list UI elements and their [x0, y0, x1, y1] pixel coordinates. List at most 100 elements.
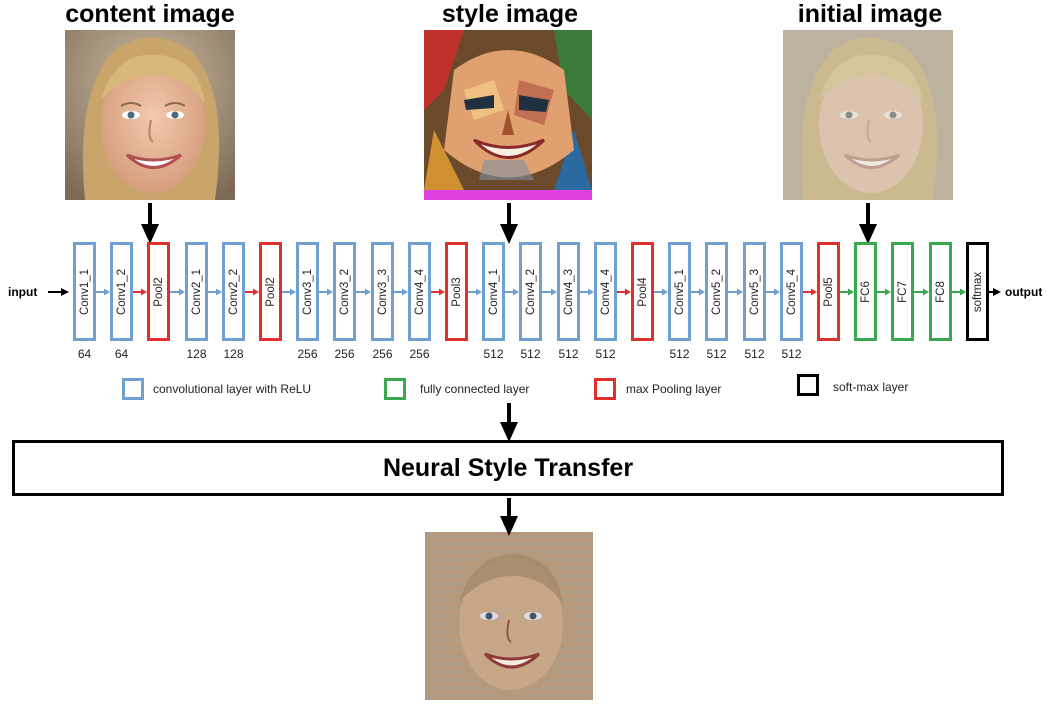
output-label: output [1005, 285, 1043, 299]
layer-connector-head [662, 288, 668, 296]
layer-label: Conv1_1 [78, 268, 91, 315]
layer-filter-count: 512 [706, 347, 727, 361]
layer-connector-head [737, 288, 743, 296]
layer-filter-count: 256 [409, 347, 430, 361]
initial-image-title: initial image [797, 0, 943, 28]
legend-pool-label: max Pooling layer [626, 382, 722, 396]
layer-label: Conv5_1 [673, 268, 686, 315]
layer-filter-count: 64 [77, 347, 92, 361]
layer-filter-count: 256 [372, 347, 393, 361]
layer-connector-head [402, 288, 408, 296]
layer-connector-head [476, 288, 482, 296]
neural-style-transfer-box: Neural Style Transfer [12, 440, 1004, 496]
legend-fc-label: fully connected layer [420, 382, 530, 396]
layer-connector-head [513, 288, 519, 296]
layer-connector-head [141, 288, 147, 296]
layer-conv2-1: Conv2_1 [185, 242, 208, 341]
layer-pool2: Pool2 [259, 242, 282, 341]
layer-pool2: Pool2 [147, 242, 170, 341]
layer-conv1-2: Conv1_2 [110, 242, 133, 341]
layer-connector-head [848, 288, 854, 296]
layer-filter-count: 256 [297, 347, 318, 361]
layer-label: Pool2 [152, 276, 165, 307]
layer-filter-count: 512 [558, 347, 579, 361]
legend-softmax-swatch [797, 374, 819, 396]
legend-pool-swatch [594, 378, 616, 400]
layer-connector-head [104, 288, 110, 296]
layer-label: softmax [971, 271, 984, 312]
layer-connector-head [625, 288, 631, 296]
layer-conv2-2: Conv2_2 [222, 242, 245, 341]
layer-label: Conv4_1 [487, 268, 500, 315]
content-image [65, 30, 235, 200]
layer-label: Conv2_2 [227, 268, 240, 315]
layer-conv4-4: Conv4_4 [408, 242, 431, 341]
layer-pool3: Pool3 [445, 242, 468, 341]
legend-fc-swatch [384, 378, 406, 400]
layer-connector-head [439, 288, 445, 296]
layer-connector-head [290, 288, 296, 296]
layer-label: Pool3 [450, 276, 463, 307]
layer-filter-count: 512 [483, 347, 504, 361]
layer-label: Pool4 [636, 276, 649, 307]
output-image [425, 532, 593, 700]
layer-connector-head [365, 288, 371, 296]
layer-label: Conv4_3 [562, 268, 575, 315]
layer-connector-head [960, 288, 966, 296]
layer-connector-head [327, 288, 333, 296]
layer-label: Conv5_2 [710, 268, 723, 315]
layer-filter-count: 128 [186, 347, 207, 361]
layer-label: Conv5_4 [785, 268, 798, 315]
content-image-title: content image [65, 0, 235, 28]
layer-filter-count: 512 [595, 347, 616, 361]
layer-filter-count: 512 [744, 347, 765, 361]
layer-conv1-1: Conv1_1 [73, 242, 96, 341]
layer-fc8: FC8 [929, 242, 952, 341]
style-image-title: style image [441, 0, 579, 28]
layer-label: Conv4_4 [599, 268, 612, 315]
layer-conv3-2: Conv3_2 [333, 242, 356, 341]
layer-conv4-3: Conv4_3 [557, 242, 580, 341]
layer-connector-head [811, 288, 817, 296]
layer-label: FC7 [896, 280, 909, 303]
layer-conv5-3: Conv5_3 [743, 242, 766, 341]
legend-conv-label: convolutional layer with ReLU [153, 382, 312, 396]
layer-filter-count: 128 [223, 347, 244, 361]
layer-conv3-3: Conv3_3 [371, 242, 394, 341]
layer-label: Conv4_4 [413, 268, 426, 315]
layer-softmax: softmax [966, 242, 989, 341]
layer-label: FC8 [934, 280, 947, 303]
layer-connector-head [588, 288, 594, 296]
layer-label: Conv3_3 [376, 268, 389, 315]
layer-connector-head [923, 288, 929, 296]
layer-conv4-4: Conv4_4 [594, 242, 617, 341]
layer-fc6: FC6 [854, 242, 877, 341]
layer-filter-count: 64 [114, 347, 129, 361]
layer-connector-head [699, 288, 705, 296]
layer-connector-head [253, 288, 259, 296]
layer-fc7: FC7 [891, 242, 914, 341]
layer-conv5-4: Conv5_4 [780, 242, 803, 341]
layer-pool4: Pool4 [631, 242, 654, 341]
layer-conv3-1: Conv3_1 [296, 242, 319, 341]
layer-conv4-2: Conv4_2 [519, 242, 542, 341]
input-label: input [8, 285, 38, 299]
layer-conv4-1: Conv4_1 [482, 242, 505, 341]
layer-label: Pool5 [822, 276, 835, 307]
layer-connector-head [774, 288, 780, 296]
layer-filter-count: 512 [669, 347, 690, 361]
legend-conv-swatch [122, 378, 144, 400]
layer-filter-count: 256 [334, 347, 355, 361]
layer-connector-head [551, 288, 557, 296]
layer-filter-count: 512 [520, 347, 541, 361]
layer-conv5-1: Conv5_1 [668, 242, 691, 341]
layer-label: Conv5_3 [748, 268, 761, 315]
layer-label: Conv3_1 [301, 268, 314, 315]
neural-style-transfer-label: Neural Style Transfer [382, 453, 634, 482]
layer-conv5-2: Conv5_2 [705, 242, 728, 341]
style-image [424, 30, 592, 200]
layer-label: Conv1_2 [115, 268, 128, 315]
layer-connector-head [179, 288, 185, 296]
layer-label: Conv3_2 [338, 268, 351, 315]
